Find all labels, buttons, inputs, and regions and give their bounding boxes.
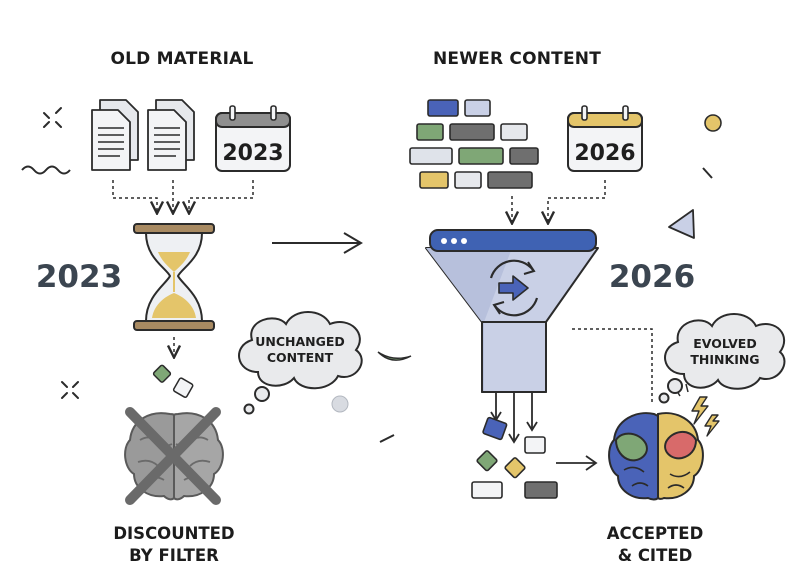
output-arrow-head xyxy=(585,455,598,471)
refresh-arrow-icon xyxy=(489,259,539,317)
thought-line-1: EVOLVED xyxy=(693,336,756,351)
thought-cloud-icon xyxy=(238,311,363,415)
dotted-connector xyxy=(512,180,606,222)
brain-icon xyxy=(608,412,704,501)
content-blocks-icon xyxy=(409,99,539,189)
caption-line-2: BY FILTER xyxy=(129,546,219,565)
sparkle-icon xyxy=(43,107,62,128)
caption-line-2: & CITED xyxy=(618,546,693,565)
old-material-heading: OLD MATERIAL xyxy=(110,49,253,69)
decor-dash xyxy=(379,434,395,443)
calendar-year-label: 2026 xyxy=(574,141,635,166)
decor-dash xyxy=(702,167,713,179)
dotted-connector xyxy=(112,180,254,212)
document-stack-icon xyxy=(147,99,195,171)
thought-line-2: CONTENT xyxy=(267,350,334,365)
newer-content-heading: NEWER CONTENT xyxy=(433,49,601,69)
funnel-icon xyxy=(425,229,599,393)
calendar-icon xyxy=(567,105,643,172)
decor-leaf xyxy=(377,351,412,361)
cross-out-icon xyxy=(125,407,221,505)
hourglass-icon xyxy=(133,223,215,331)
side-year-label: 2023 xyxy=(36,259,122,295)
thought-cloud-icon xyxy=(658,313,786,404)
thought-line-2: THINKING xyxy=(690,352,759,367)
transition-arrow-head xyxy=(343,232,363,254)
content-cube xyxy=(152,364,172,383)
decor-triangle xyxy=(668,209,695,239)
caption-line-1: DISCOUNTED xyxy=(113,524,234,543)
document-stack-icon xyxy=(91,99,139,171)
output-cubes xyxy=(471,416,558,499)
calendar-icon xyxy=(215,105,291,172)
sparkle-icon xyxy=(61,381,79,399)
content-cube xyxy=(172,377,194,398)
squiggle-icon xyxy=(21,165,71,175)
thought-line-1: UNCHANGED xyxy=(255,334,345,349)
caption-line-1: ACCEPTED xyxy=(607,524,704,543)
brain-icon xyxy=(124,412,224,501)
lightning-icon xyxy=(691,396,720,437)
decor-dot-yellow xyxy=(704,114,722,132)
side-year-label: 2026 xyxy=(609,259,695,295)
calendar-year-label: 2023 xyxy=(222,141,283,166)
dotted-connector xyxy=(572,328,653,404)
decor-dot-gray xyxy=(331,395,349,413)
